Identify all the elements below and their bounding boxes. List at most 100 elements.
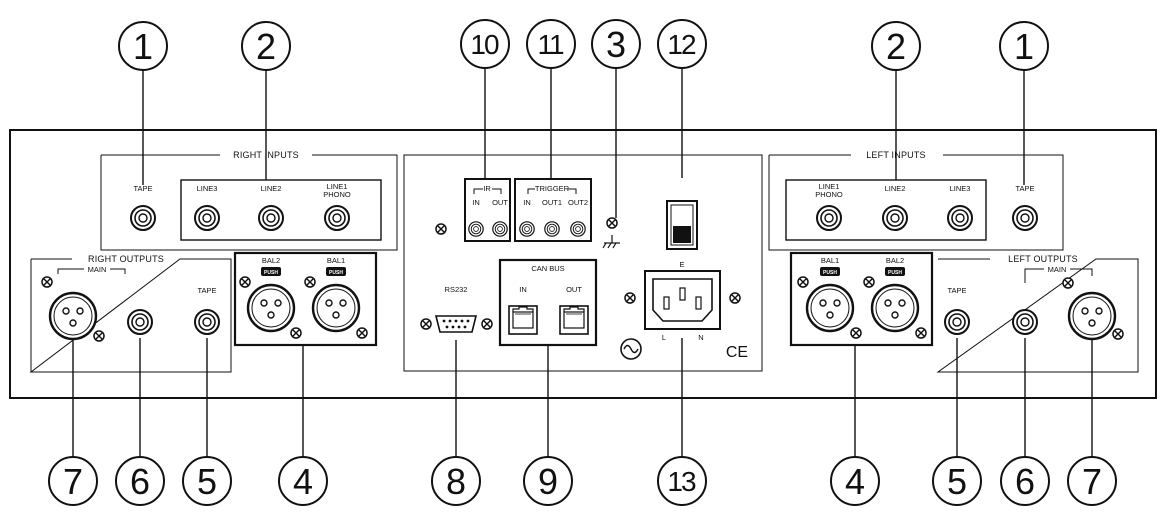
right-line3-jack[interactable] [194,205,220,231]
right-line-inputs-box [180,179,382,241]
right-tape-in-label: TAPE [133,184,152,193]
trigger-in-label: IN [523,198,531,207]
svg-text:9: 9 [538,461,558,502]
trigger-title: TRIGGER [535,184,570,193]
left-inputs-title: LEFT INPUTS [866,150,926,160]
right-inputs-panel: RIGHT INPUTS TAPE LINE3 LINE2 LINE1 PHON… [100,150,398,251]
right-bal2-push-release[interactable] [261,267,281,276]
right-tape-out-label: TAPE [197,286,216,295]
right-tape-out-jack[interactable] [194,309,220,335]
screw-icon [435,223,447,235]
rs232-section: RS232 [420,285,493,333]
right-line1-label: LINE1 [327,182,348,191]
left-line3-jack[interactable] [947,205,973,231]
left-balanced-inputs: BAL1 BAL2 PUSH PUSH [789,251,934,347]
left-bal1-xlr-jack[interactable] [805,283,855,333]
callout-7-bottom-right: 7 [1067,456,1117,506]
right-bal2-label: BAL2 [262,256,280,265]
screw-icon [290,327,302,339]
rs232-port[interactable] [434,315,478,333]
svg-text:1: 1 [1014,26,1034,67]
can-bus-section: CAN BUS IN OUT [498,258,598,347]
trigger-section: TRIGGER IN OUT1 OUT2 [514,178,592,242]
left-main-rca-out[interactable] [1012,309,1038,335]
right-line2-jack[interactable] [258,205,284,231]
trigger-out2-jack[interactable] [570,221,586,237]
trigger-in-jack[interactable] [519,221,535,237]
left-bal2-label: BAL2 [886,256,904,265]
screw-icon [1062,277,1074,289]
right-phono-label: PHONO [323,190,351,199]
screw-icon [239,276,251,288]
ac-power-icon [620,338,642,360]
power-switch[interactable] [666,200,698,250]
left-line2-jack[interactable] [882,205,908,231]
ir-in-jack[interactable] [468,221,484,237]
trigger-out1-label: OUT1 [542,198,562,207]
live-label: L [662,333,666,342]
right-line2-label: LINE2 [261,184,282,193]
svg-text:5: 5 [947,461,967,502]
callout-1-top-left: 1 [118,21,168,71]
screw-icon [729,292,741,304]
left-outputs-panel: LEFT OUTPUTS MAIN TAPE [936,254,1139,373]
can-bus-out-label: OUT [566,285,582,294]
left-bal2-push-release[interactable] [885,267,905,276]
svg-text:PUSH: PUSH [264,270,278,276]
callout-13: 13 [657,456,707,506]
callout-2-top-right: 2 [871,21,921,71]
svg-text:1: 1 [133,26,153,67]
screw-icon [41,276,53,288]
right-main-rca-out[interactable] [127,309,153,335]
screw-icon [797,276,809,288]
ce-mark: CE [726,344,748,361]
svg-text:PUSH: PUSH [888,270,902,276]
left-phono-label: PHONO [815,190,843,199]
right-bal1-xlr-jack[interactable] [311,283,361,333]
svg-text:6: 6 [130,461,150,502]
ir-out-jack[interactable] [492,221,508,237]
callout-3: 3 [591,19,641,69]
screw-icon [1112,328,1124,340]
ground-terminal[interactable] [606,217,618,229]
callout-10: 10 [460,19,510,69]
can-bus-out-port[interactable] [559,305,589,335]
svg-text:6: 6 [1015,461,1035,502]
iec-power-inlet[interactable] [644,270,721,330]
ir-in-label: IN [472,198,480,207]
callout-6-bottom-left: 6 [115,456,165,506]
can-bus-title: CAN BUS [531,264,564,273]
left-main-xlr-out[interactable] [1067,291,1117,341]
callout-8: 8 [431,456,481,506]
left-tape-out-jack[interactable] [944,309,970,335]
right-main-xlr-out[interactable] [48,291,98,341]
trigger-out1-jack[interactable] [544,221,560,237]
left-tape-in-jack[interactable] [1012,205,1038,231]
screw-icon [624,292,636,304]
left-line1-jack[interactable] [816,205,842,231]
right-bal2-xlr-jack[interactable] [246,283,296,333]
callout-5-bottom-right: 5 [932,456,982,506]
svg-text:PUSH: PUSH [329,270,343,276]
right-line3-label: LINE3 [197,184,218,193]
screw-icon [420,318,432,330]
left-inputs-panel: LEFT INPUTS LINE1 PHONO LINE2 LINE3 TAPE [768,150,1064,251]
right-tape-in-jack[interactable] [130,205,156,231]
callout-11: 11 [526,19,576,69]
left-bal2-xlr-jack[interactable] [870,283,920,333]
screw-icon [481,318,493,330]
left-bal1-push-release[interactable] [820,267,840,276]
ground-icon [602,235,620,249]
ir-section: IR IN OUT [464,178,511,242]
right-line1-jack[interactable] [324,205,350,231]
left-tape-out-label: TAPE [947,286,966,295]
svg-text:5: 5 [197,461,217,502]
can-bus-in-port[interactable] [508,305,538,335]
svg-text:PUSH: PUSH [823,270,837,276]
right-outputs-title: RIGHT OUTPUTS [88,254,164,264]
left-line2-label: LINE2 [885,184,906,193]
right-bal1-push-release[interactable] [326,267,346,276]
right-main-label: MAIN [88,265,107,274]
trigger-out2-label: OUT2 [568,198,588,207]
svg-text:11: 11 [537,29,563,60]
